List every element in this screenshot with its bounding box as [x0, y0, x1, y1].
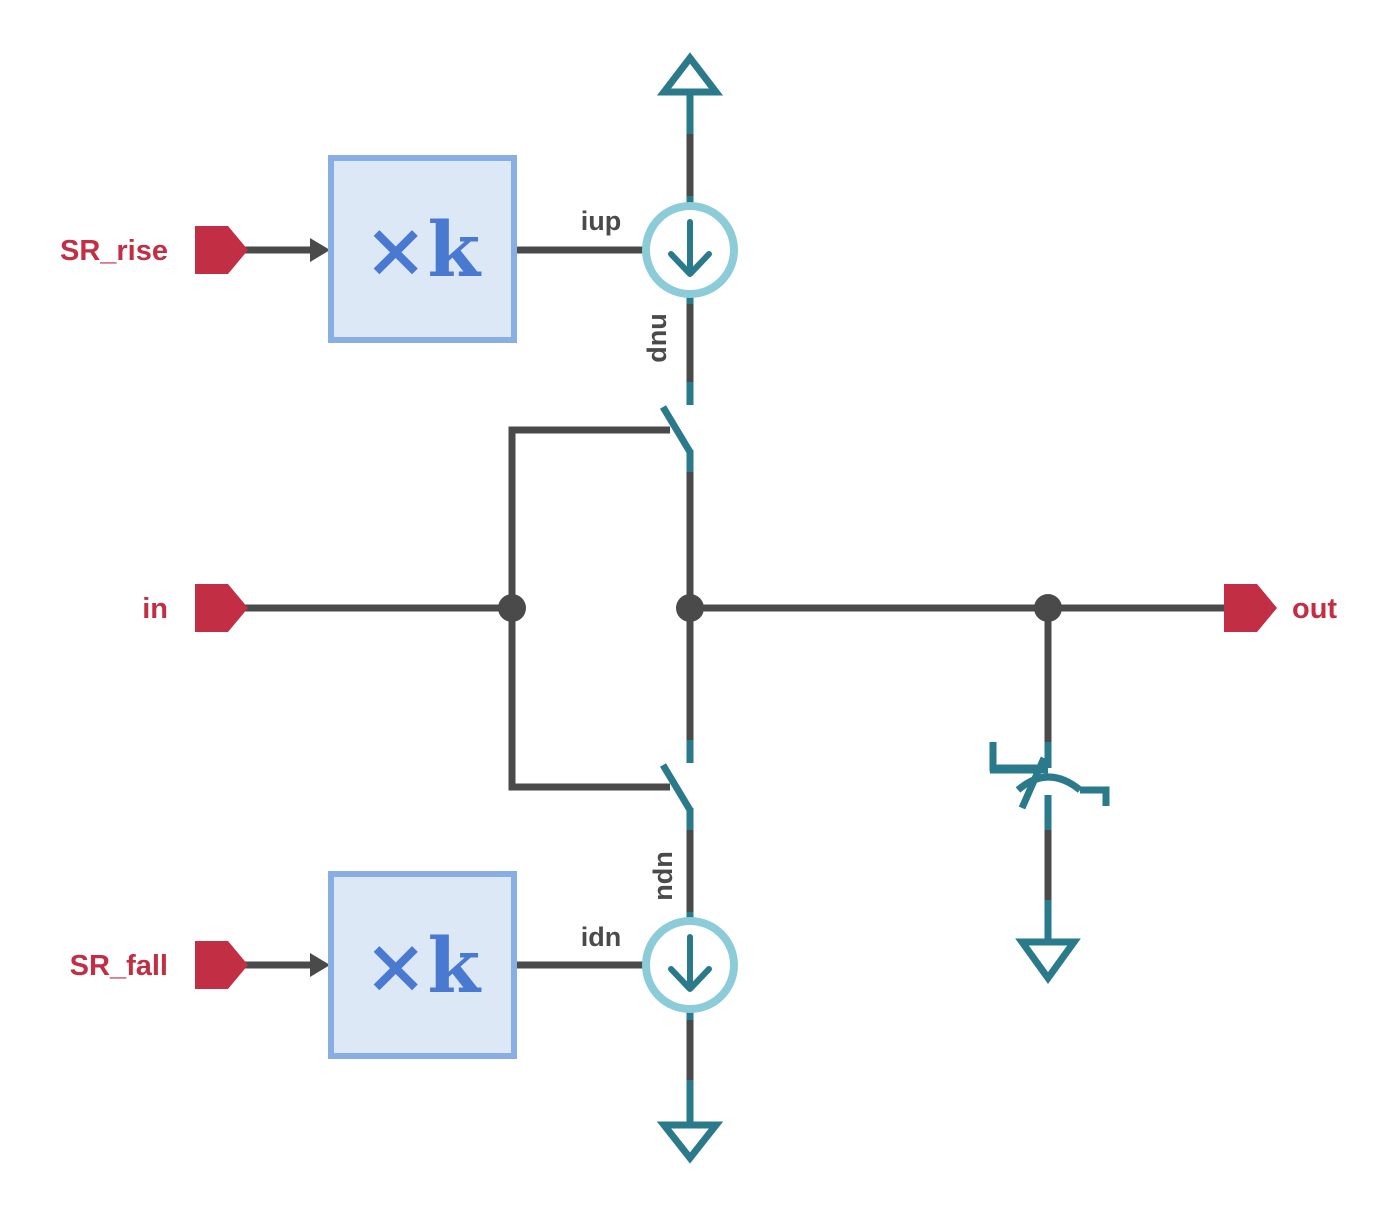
net-label-nup: nup [646, 313, 676, 362]
junction-in-junction-dot-icon [498, 594, 526, 622]
variable-capacitor-icon [989, 742, 1110, 810]
port-label-sr-fall: SR_fall [70, 950, 168, 982]
gain-block-bottom: ×k [328, 871, 517, 1059]
switch-down-switch-icon [659, 763, 694, 812]
port-in-pentagon-port-icon [195, 584, 248, 632]
current-source-down [642, 917, 738, 1013]
gain-block-bottom-label: ×k [364, 921, 482, 1010]
net-label-iup: iup [581, 206, 622, 236]
port-label-out: out [1292, 593, 1337, 625]
junction-center-junction-dot-icon [676, 594, 704, 622]
wires [245, 92, 1228, 1082]
current-source-arrow-icon [668, 219, 712, 277]
wire-in-to-lower-switch [508, 608, 670, 791]
port-out-pentagon-port-icon [1224, 584, 1277, 632]
port-label-in: in [142, 593, 168, 625]
port-label-sr-rise: SR_rise [60, 235, 168, 267]
wire-in-to-switches [508, 426, 670, 608]
bottom-supply-open-triangle-supply-icon [656, 1121, 724, 1164]
arrowhead-sr-fall [310, 953, 330, 977]
gain-block-top-label: ×k [364, 205, 482, 294]
current-source-up [642, 202, 738, 298]
cap-ground-open-triangle-supply-icon [1015, 938, 1081, 984]
top-supply-open-triangle-supply-icon [656, 52, 724, 96]
switch-up-switch-icon [659, 405, 694, 454]
arrowhead-sr-rise [310, 238, 330, 262]
gain-block-top: ×k [328, 155, 517, 343]
port-sr-rise-pentagon-port-icon [195, 226, 248, 274]
net-label-ndn: ndn [648, 851, 678, 900]
port-sr-fall-pentagon-port-icon [195, 941, 248, 989]
net-label-idn: idn [581, 922, 622, 952]
junction-cap-junction-dot-icon [1034, 594, 1062, 622]
current-source-arrow-icon [668, 934, 712, 992]
